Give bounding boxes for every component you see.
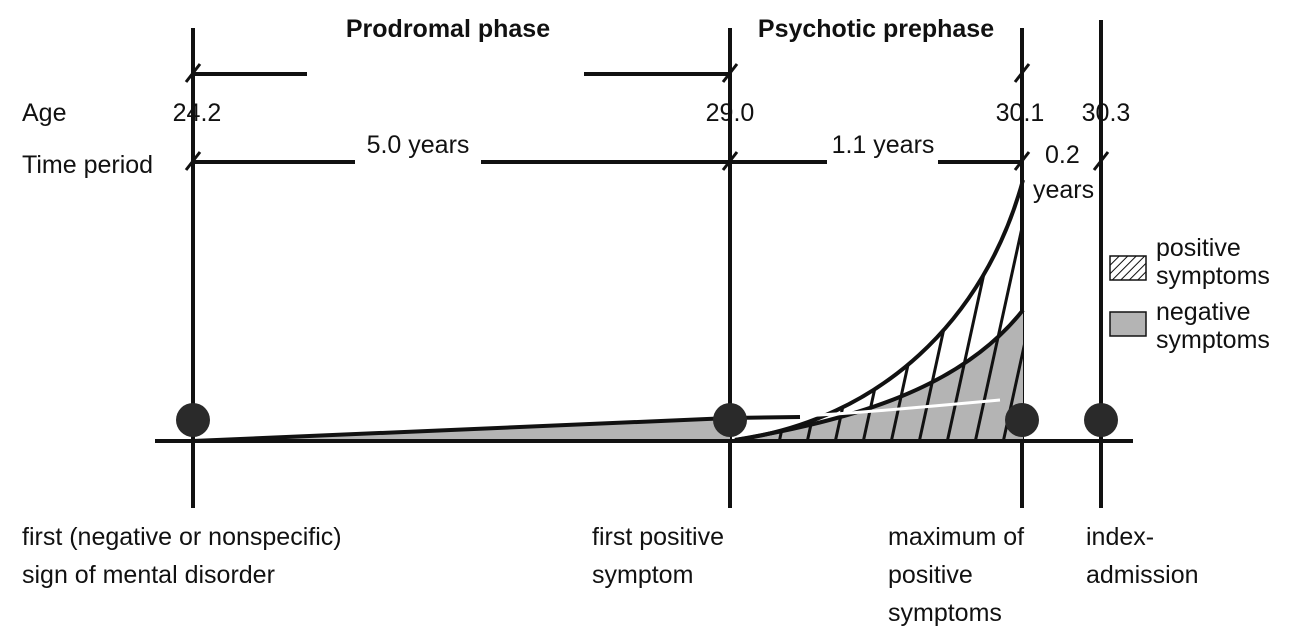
- legend-negative-line2: symptoms: [1156, 326, 1270, 354]
- period-tick-4: [1092, 151, 1110, 171]
- period-tick-1: [184, 151, 202, 171]
- period-tick-2: [721, 151, 739, 171]
- age-maximum: 30.1: [996, 99, 1045, 127]
- duration-prodromal: 5.0 years: [367, 131, 470, 159]
- negative-wedge-edge: [192, 416, 731, 443]
- event-first-positive-line1: first positive: [592, 523, 724, 551]
- legend-negative-line1: negative: [1156, 298, 1251, 326]
- negative-area-fill: [735, 310, 1023, 440]
- legend-swatch-negative: [1109, 311, 1147, 337]
- time-period-label: Time period: [22, 151, 153, 179]
- event-dot-first-sign: [176, 403, 210, 437]
- event-first-sign-line1: first (negative or nonspecific): [22, 523, 342, 551]
- negative-symptoms-curve: [734, 308, 1025, 442]
- age-label: Age: [22, 99, 66, 127]
- phase-tick-1: [184, 63, 202, 83]
- age-index-admission: 30.3: [1082, 99, 1131, 127]
- event-first-sign-line2: sign of mental disorder: [22, 561, 275, 589]
- event-maximum-line1: maximum of: [888, 523, 1024, 551]
- duration-final-value: 0.2: [1045, 141, 1080, 169]
- age-first-sign: 24.2: [173, 99, 222, 127]
- prodromal-phase-title: Prodromal phase: [346, 15, 550, 43]
- duration-final-unit: years: [1033, 176, 1094, 204]
- legend-positive-line2: symptoms: [1156, 262, 1270, 290]
- event-dot-index-admission: [1084, 403, 1118, 437]
- phase-tick-3: [1013, 63, 1031, 83]
- phase-tick-2: [721, 63, 739, 83]
- duration-prephase: 1.1 years: [832, 131, 935, 159]
- event-dot-first-positive: [713, 403, 747, 437]
- legend-positive-line1: positive: [1156, 234, 1241, 262]
- event-first-positive-line2: symptom: [592, 561, 693, 589]
- event-maximum-line2: positive: [888, 561, 973, 589]
- event-index-line2: admission: [1086, 561, 1199, 589]
- psychotic-prephase-title: Psychotic prephase: [758, 15, 994, 43]
- event-index-line1: index-: [1086, 523, 1154, 551]
- event-dot-maximum: [1005, 403, 1039, 437]
- legend-swatch-positive: [1109, 255, 1147, 281]
- event-maximum-line3: symptoms: [888, 599, 1002, 627]
- period-tick-3: [1013, 151, 1031, 171]
- age-first-positive: 29.0: [706, 99, 755, 127]
